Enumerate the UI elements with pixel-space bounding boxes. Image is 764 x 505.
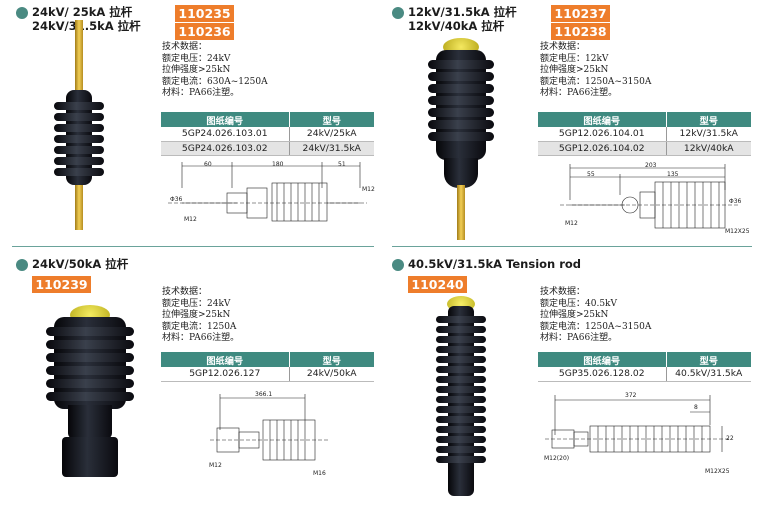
dimension-label: 180	[272, 161, 284, 168]
dimension-label: 366.1	[255, 391, 273, 398]
technical-drawing: 372 8 22 M12(20) M12X25	[540, 390, 755, 490]
header-drawing-no: 图纸编号	[161, 112, 290, 127]
product-photo	[42, 305, 138, 485]
spec-voltage: 额定电压：24kV	[162, 53, 231, 64]
bullet-icon	[392, 259, 404, 271]
product-title-line: 40.5kV/31.5kA Tension rod	[408, 257, 582, 271]
dimension-label: 60	[204, 161, 212, 168]
product-title-line: 24kV/ 25kA 拉杆	[32, 5, 133, 19]
cell-drawing: 5GP35.026.128.02	[538, 367, 667, 382]
product-code-badge: 110239	[32, 276, 91, 293]
technical-drawing: 203 55 135 M12 M12X25 Φ36	[555, 160, 755, 242]
cell-drawing: 5GP24.026.103.02	[161, 141, 290, 156]
spec-title: 技术数据：	[162, 287, 208, 297]
spec-strength: 拉伸强度>25kN	[540, 310, 609, 321]
cell-model: 24kV/31.5kA	[289, 141, 374, 156]
spec-block: 技术数据： 额定电压：24kV 拉伸强度>25kN 额定电流：1250A 材料：…	[162, 287, 239, 345]
spec-strength: 拉伸强度>25kN	[162, 65, 231, 76]
product-title-line: 12kV/31.5kA 拉杆	[408, 5, 517, 19]
section-divider	[392, 246, 752, 247]
dimension-label: M12	[184, 216, 197, 223]
product-title-line: 24kV/50kA 拉杆	[32, 257, 129, 271]
technical-drawing: 366.1 M12 M16	[205, 390, 355, 495]
cell-drawing: 5GP24.026.103.01	[161, 127, 290, 142]
spec-voltage: 额定电压：24kV	[162, 298, 231, 309]
spec-current: 额定电流：1250A~3150A	[540, 76, 652, 87]
product-photo	[422, 30, 502, 240]
header-drawing-no: 图纸编号	[538, 352, 667, 367]
product-photo	[430, 296, 492, 501]
spec-block: 技术数据： 额定电压：24kV 拉伸强度>25kN 额定电流：630A~1250…	[162, 42, 268, 100]
product-code-badge: 110237	[551, 5, 610, 22]
dimension-label: 372	[625, 392, 637, 399]
dimension-label: 8	[694, 404, 698, 411]
bullet-icon	[16, 259, 28, 271]
spec-voltage: 额定电压：12kV	[540, 53, 609, 64]
cell-drawing: 5GP12.026.104.02	[538, 141, 667, 156]
bullet-icon	[16, 7, 28, 19]
spec-current: 额定电流：630A~1250A	[162, 76, 268, 87]
cell-drawing: 5GP12.026.127	[161, 367, 290, 382]
spec-material: 材料：PA66注塑。	[162, 88, 240, 99]
spec-material: 材料：PA66注塑。	[162, 333, 240, 344]
cell-model: 40.5kV/31.5kA	[666, 367, 751, 382]
spec-title: 技术数据：	[540, 42, 586, 52]
dimension-label: M16	[313, 470, 326, 477]
product-code-badge: 110238	[551, 23, 610, 40]
cell-model: 24kV/25kA	[289, 127, 374, 142]
product-title-line: 24kV/31.5kA 拉杆	[32, 19, 141, 33]
product-code-badge: 110240	[408, 276, 467, 293]
spec-block: 技术数据： 额定电压：12kV 拉伸强度>25kN 额定电流：1250A~315…	[540, 42, 651, 100]
product-photo	[40, 20, 120, 230]
product-code-badge: 110235	[175, 5, 234, 22]
dimension-label: 22	[726, 435, 734, 442]
dimension-label: M12(20)	[544, 455, 570, 462]
header-model: 型号	[289, 352, 374, 367]
header-model: 型号	[666, 352, 751, 367]
product-code-badge: 110236	[175, 23, 234, 40]
spec-current: 额定电流：1250A	[162, 321, 237, 332]
spec-strength: 拉伸强度>25kN	[162, 310, 231, 321]
dimension-label: 51	[338, 161, 346, 168]
header-model: 型号	[289, 112, 374, 127]
spec-block: 技术数据： 额定电压：40.5kV 拉伸强度>25kN 额定电流：1250A~3…	[540, 287, 651, 345]
dimension-label: 135	[667, 171, 679, 178]
spec-title: 技术数据：	[540, 287, 586, 297]
dimension-label: M12	[362, 186, 375, 193]
dimension-label: 203	[645, 162, 657, 169]
dimension-label: M12	[209, 462, 222, 469]
spec-strength: 拉伸强度>25kN	[540, 65, 609, 76]
cell-model: 12kV/40kA	[666, 141, 751, 156]
spec-voltage: 额定电压：40.5kV	[540, 298, 618, 309]
dimension-label: M12X25	[725, 228, 750, 235]
dimension-label: M12	[565, 220, 578, 227]
dimension-label: M12X25	[705, 468, 730, 475]
header-drawing-no: 图纸编号	[538, 112, 667, 127]
dimension-label: Φ36	[729, 198, 742, 205]
technical-drawing: 60 180 51 M12 M12 Φ36	[162, 158, 377, 233]
header-model: 型号	[666, 112, 751, 127]
dimension-label: Φ36	[170, 196, 183, 203]
spec-material: 材料：PA66注塑。	[540, 88, 618, 99]
drawing-table: 图纸编号 型号 5GP12.026.104.01 12kV/31.5kA 5GP…	[538, 112, 751, 156]
drawing-table: 图纸编号 型号 5GP35.026.128.02 40.5kV/31.5kA	[538, 352, 751, 382]
bullet-icon	[392, 7, 404, 19]
product-title-line: 12kV/40kA 拉杆	[408, 19, 505, 33]
drawing-table: 图纸编号 型号 5GP12.026.127 24kV/50kA	[161, 352, 374, 382]
dimension-label: 55	[587, 171, 595, 178]
spec-material: 材料：PA66注塑。	[540, 333, 618, 344]
spec-current: 额定电流：1250A~3150A	[540, 321, 652, 332]
drawing-table: 图纸编号 型号 5GP24.026.103.01 24kV/25kA 5GP24…	[161, 112, 374, 156]
spec-title: 技术数据：	[162, 42, 208, 52]
cell-model: 24kV/50kA	[289, 367, 374, 382]
section-divider	[12, 246, 374, 247]
cell-drawing: 5GP12.026.104.01	[538, 127, 667, 142]
header-drawing-no: 图纸编号	[161, 352, 290, 367]
cell-model: 12kV/31.5kA	[666, 127, 751, 142]
